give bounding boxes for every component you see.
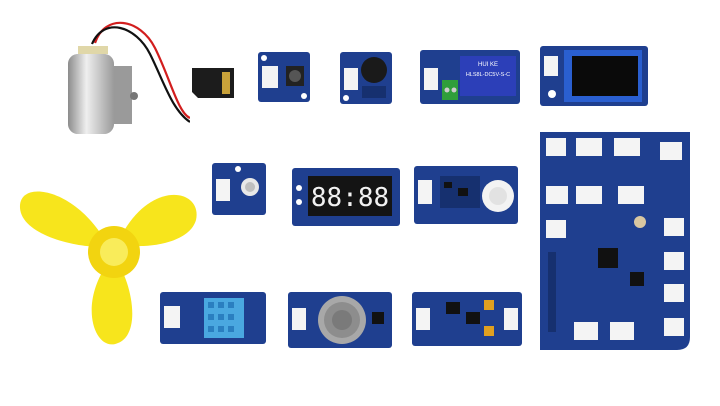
grove-oled-icon (540, 46, 648, 106)
microsd-card-icon (192, 68, 234, 98)
4-digit-display-icon: 88:88 (292, 168, 400, 226)
grove-buzzer-icon (340, 52, 392, 104)
display-digits: 88:88 (311, 183, 389, 213)
dc-motor-icon (60, 18, 190, 140)
relay-brand-text: HUI KE (478, 62, 498, 68)
grove-button-icon (258, 52, 310, 102)
grove-gas-sensor-icon (288, 292, 392, 348)
relay-model-text: HLS8L-DC5V-S-C (466, 72, 510, 78)
grove-base-shield-icon (540, 132, 690, 352)
grove-pir-sensor-icon (414, 166, 518, 224)
fan-propeller-icon (18, 168, 198, 348)
grove-relay-icon: HUI KE HLS8L-DC5V-S-C (420, 50, 520, 104)
grove-motor-driver-icon (412, 292, 522, 346)
grove-temp-humidity-icon (160, 292, 266, 344)
grove-led-icon (212, 163, 266, 215)
